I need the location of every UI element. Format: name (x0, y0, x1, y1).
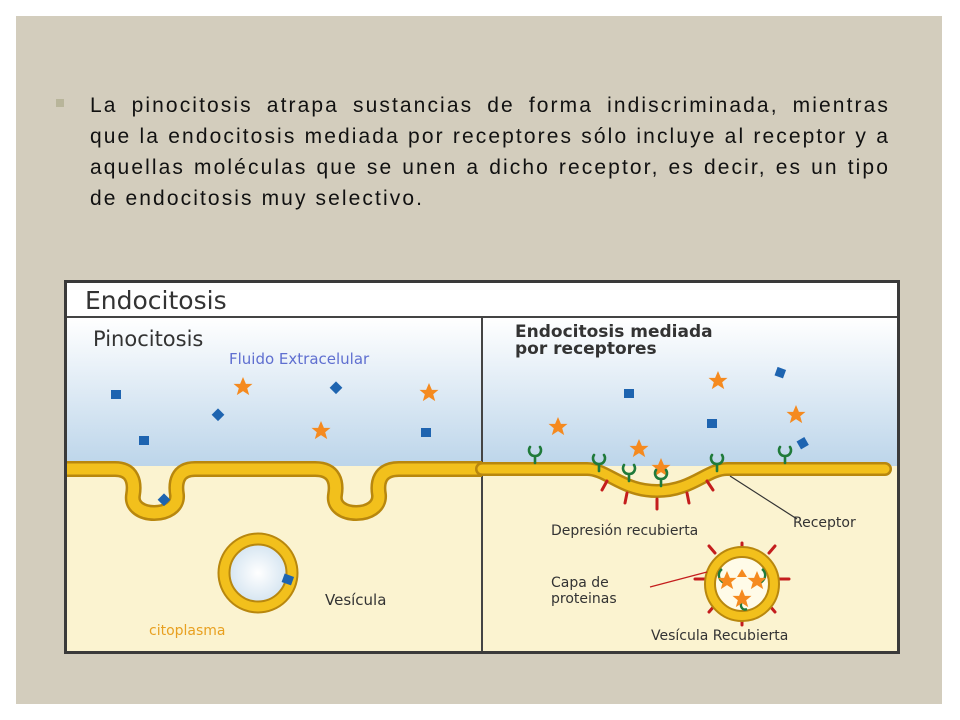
endocytosis-figure: Endocitosis Pinocitosis Fluido Extracelu… (64, 280, 900, 654)
pinocytosis-heading: Pinocitosis (93, 327, 203, 351)
endocytosis-diagram: Endocitosis Pinocitosis Fluido Extracelu… (67, 283, 897, 651)
figure-title: Endocitosis (85, 286, 227, 315)
receptor-label: Receptor (793, 515, 856, 531)
protein-coat-label-2: proteinas (551, 591, 617, 607)
bullet-text: La pinocitosis atrapa sustancias de form… (90, 94, 890, 210)
square-bullet-icon (56, 99, 64, 107)
protein-coat-label-1: Capa de (551, 575, 609, 591)
extracellular-label: Fluido Extracelular (229, 350, 370, 368)
protein-coat-pointer (649, 571, 708, 588)
vesicle (219, 534, 297, 612)
receptor-endocytosis-heading-1: Endocitosis mediada (515, 322, 713, 342)
square-molecule-icon (707, 419, 717, 428)
square-molecule-icon (111, 390, 121, 399)
bullet-paragraph: La pinocitosis atrapa sustancias de form… (56, 90, 890, 214)
square-molecule-icon (139, 436, 149, 445)
right-square-molecules (624, 366, 809, 450)
title-bar (67, 283, 897, 317)
pit-coat-spikes (600, 479, 715, 511)
vesicle-molecule-icon (281, 573, 295, 586)
membrane-left (67, 463, 482, 519)
square-molecule-icon (624, 389, 634, 398)
coated-vesicle-label: Vesícula Recubierta (651, 628, 788, 644)
square-molecule-icon (796, 437, 809, 450)
coated-pit-label: Depresión recubierta (551, 523, 698, 539)
membrane-right (477, 464, 890, 496)
slide-background: La pinocitosis atrapa sustancias de form… (16, 16, 942, 704)
receptor-pointer (729, 475, 798, 520)
square-molecule-icon (774, 366, 787, 379)
receptor-endocytosis-heading-2: por receptores (515, 339, 657, 359)
coated-vesicle (693, 541, 791, 627)
vesicle-label: Vesícula (325, 591, 386, 609)
square-molecule-icon (421, 428, 431, 437)
cytoplasm-label: citoplasma (149, 623, 226, 639)
